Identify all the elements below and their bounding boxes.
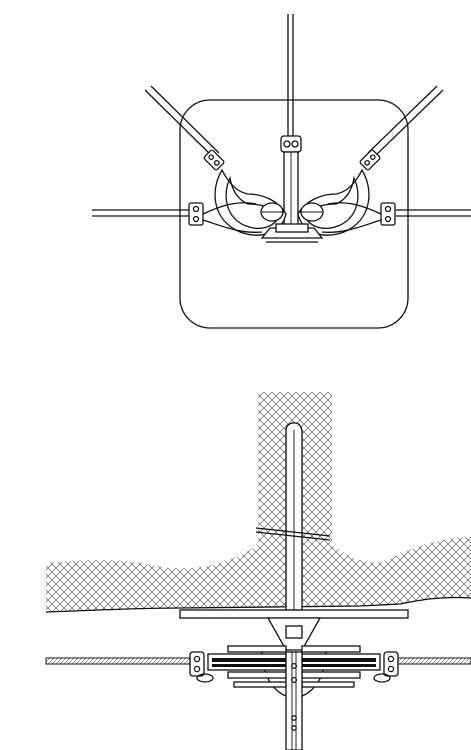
anchor-rod-top [283,151,299,231]
rebar-cross [255,527,331,541]
clamp-upper-left [203,149,225,171]
top-view [92,14,471,329]
clamp-left [188,202,204,226]
clamp-right [380,202,396,226]
section-clamp-right [373,651,399,683]
guy-wire-right [396,209,471,217]
top-connector [280,135,302,153]
shackle-pin-right [300,202,324,222]
ground-surface [45,596,471,613]
center-pin [285,651,303,750]
stay-rod-left [45,657,191,665]
guy-wire-left [92,209,190,217]
guy-wire-upper-right [367,85,444,159]
thimble-assembly-left [207,645,287,688]
soil-hatch [46,392,471,612]
guy-wire-upper-left [144,85,220,159]
anchor-rod-buried [285,422,303,611]
section-clamp-left [189,651,214,683]
ground-plate [179,609,409,619]
thimble-assembly-right [301,645,381,688]
stay-rod-right [395,657,471,665]
section-view [45,392,471,750]
clamp-upper-right [359,149,381,171]
anchor-saddle [260,223,324,243]
shackle-pin-left [260,202,284,222]
guy-wire-top [287,14,294,140]
